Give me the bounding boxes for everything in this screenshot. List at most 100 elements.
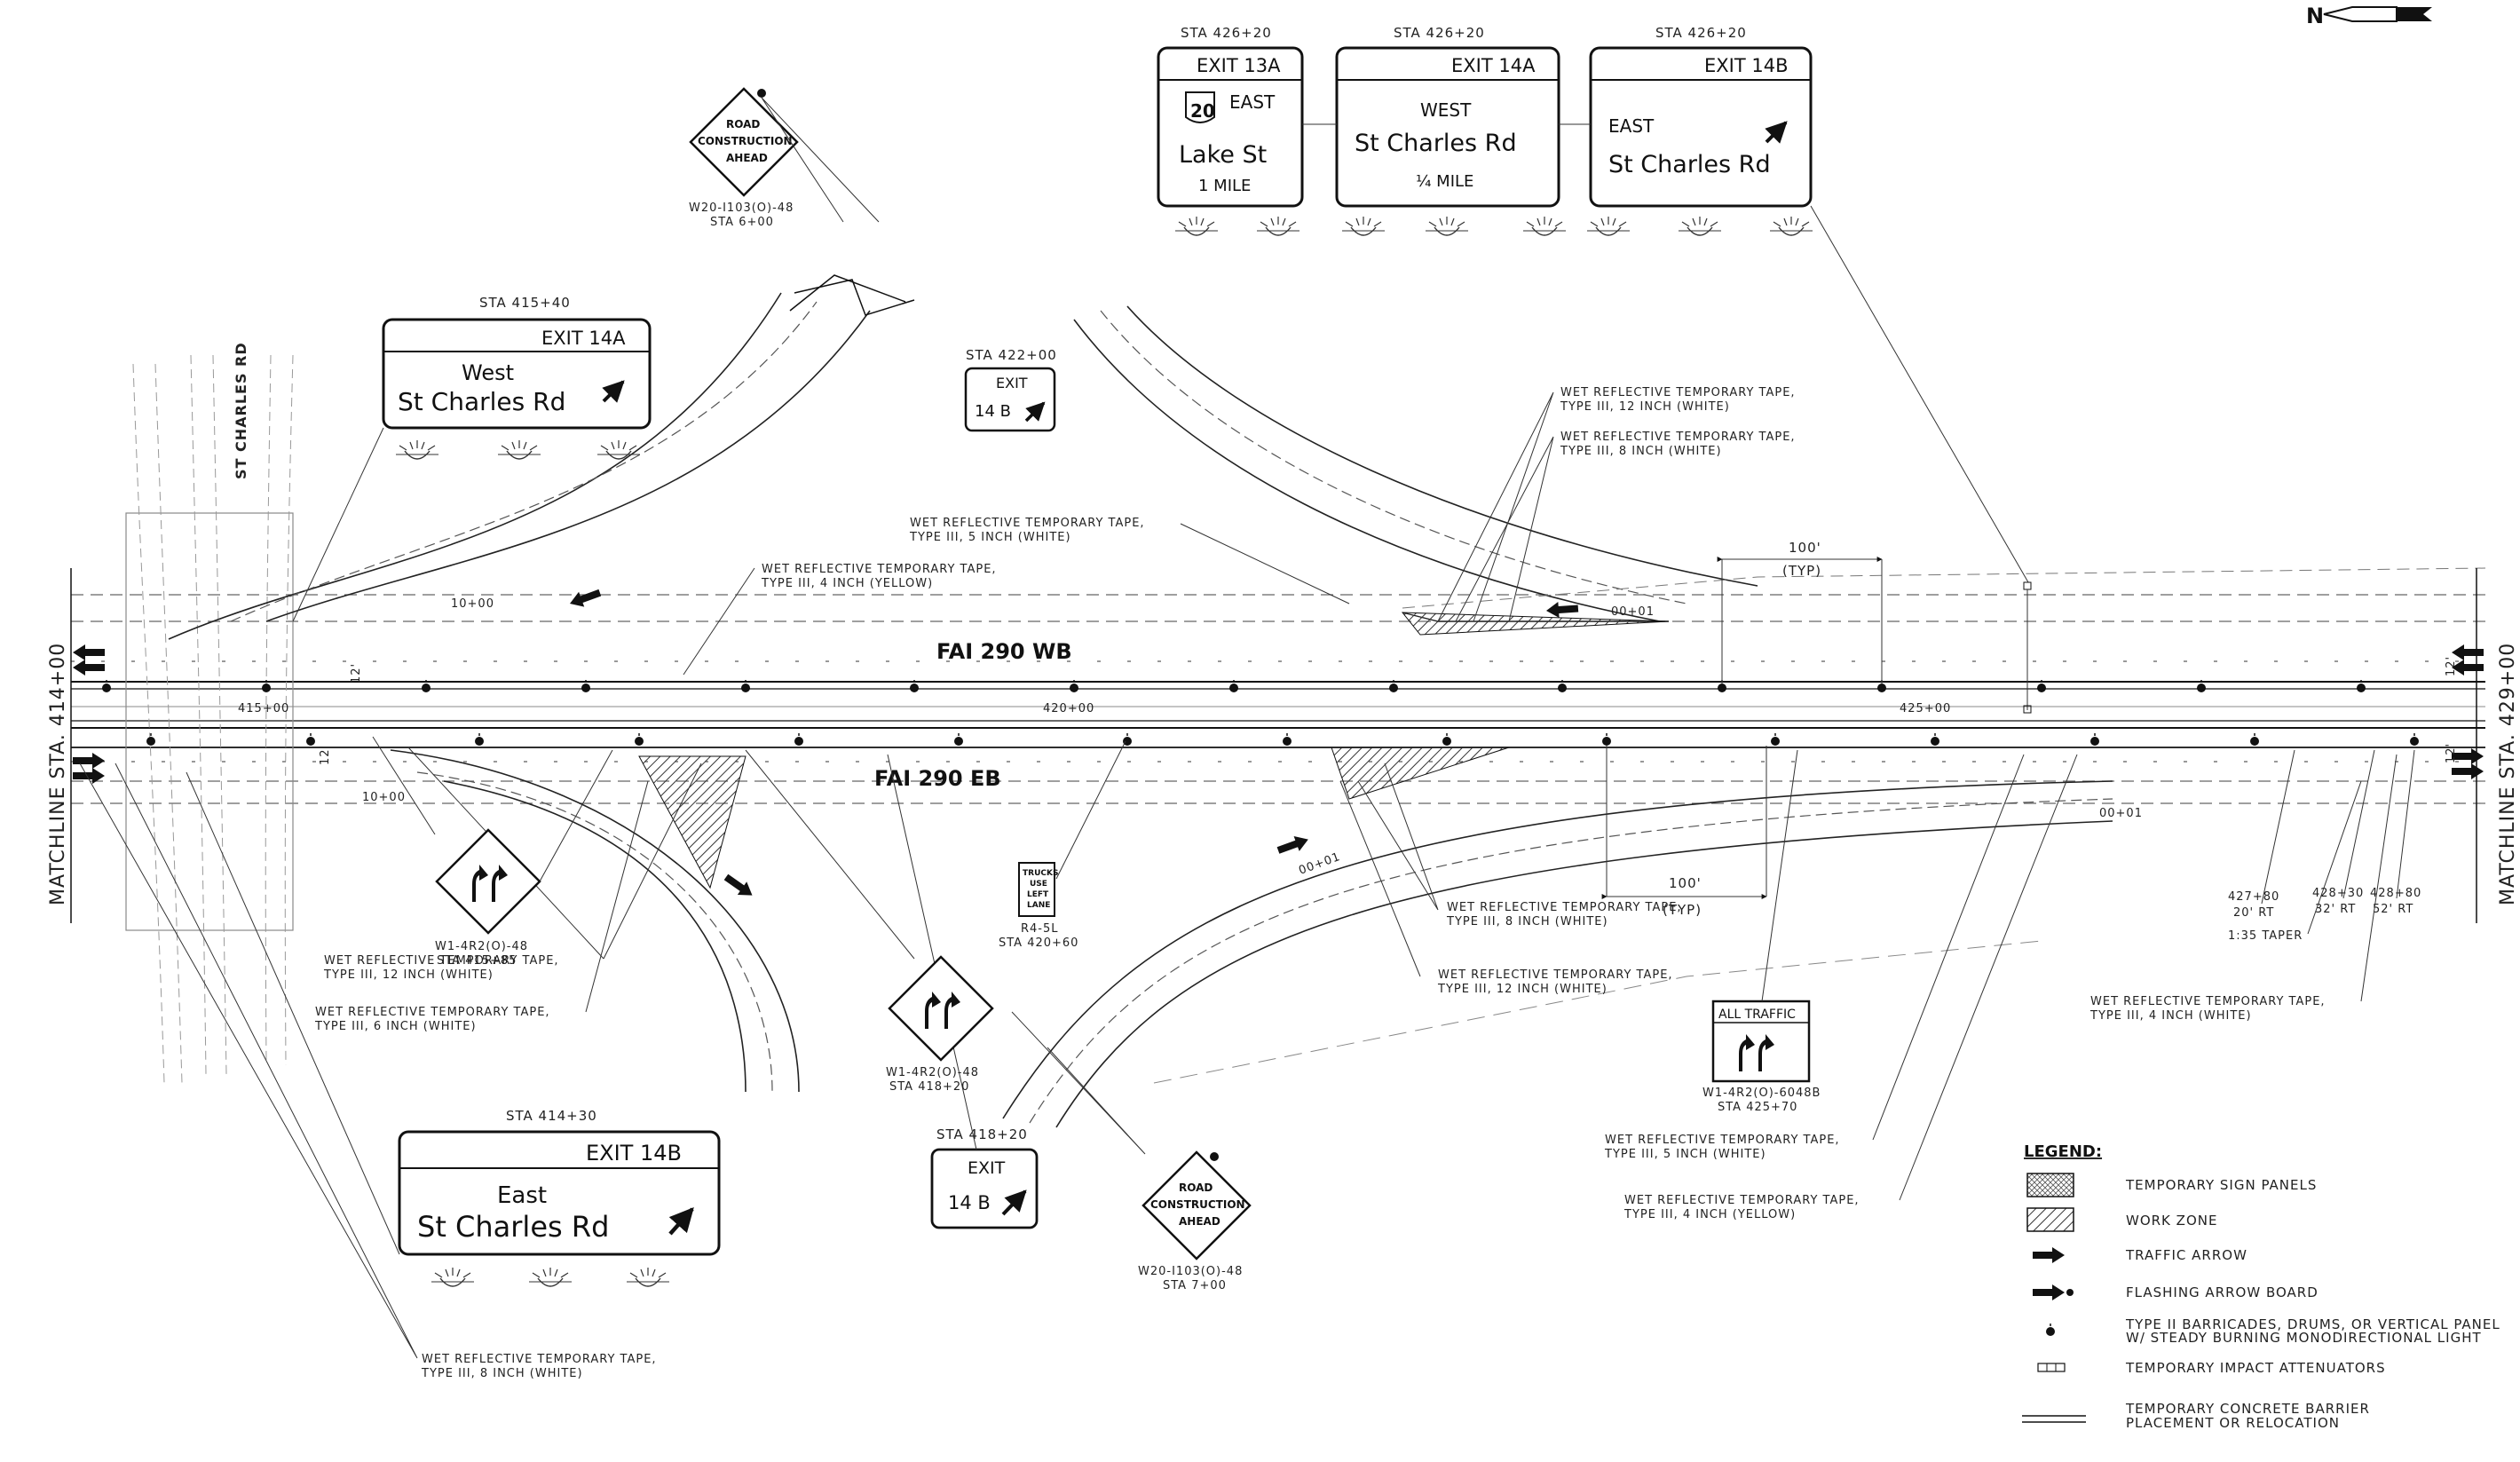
interstate-shield-icon — [1185, 91, 1215, 123]
svg-text:STA 420+60: STA 420+60 — [999, 936, 1078, 950]
svg-text:W1-4R2(O)-6048B: W1-4R2(O)-6048B — [1702, 1087, 1821, 1100]
road-label-wb: FAI 290 WB — [936, 639, 1072, 664]
svg-text:1 MILE: 1 MILE — [1198, 177, 1251, 195]
svg-text:STA 426+20: STA 426+20 — [1181, 25, 1272, 41]
svg-text:TYPE III, 8 INCH (WHITE): TYPE III, 8 INCH (WHITE) — [1446, 915, 1608, 929]
svg-text:R4-5L: R4-5L — [1021, 922, 1059, 936]
svg-text:WET REFLECTIVE TEMPORARY TAPE,: WET REFLECTIVE TEMPORARY TAPE, — [910, 517, 1145, 530]
exit-arrow-icon — [1001, 1189, 1027, 1216]
legend-item-barrier: TEMPORARY CONCRETE BARRIER — [2125, 1401, 2370, 1417]
svg-text:EXIT 14A: EXIT 14A — [541, 328, 626, 349]
svg-text:W1-4R2(O)-48: W1-4R2(O)-48 — [886, 1066, 979, 1079]
note-9: WET REFLECTIVE TEMPORARY TAPE,TYPE III, … — [1604, 1134, 1839, 1161]
matchline-left: MATCHLINE STA. 414+00 — [47, 643, 69, 905]
svg-text:St Charles Rd: St Charles Rd — [398, 387, 565, 416]
svg-text:STA 426+20: STA 426+20 — [1394, 25, 1485, 41]
legend-item-work-zone: WORK ZONE — [2126, 1213, 2217, 1229]
taper-ratio: 1:35 TAPER — [2228, 929, 2303, 943]
svg-text:TYPE III, 8 INCH (WHITE): TYPE III, 8 INCH (WHITE) — [421, 1367, 583, 1380]
svg-text:TYPE III, 5 INCH (WHITE): TYPE III, 5 INCH (WHITE) — [909, 531, 1071, 544]
svg-text:West: West — [462, 360, 514, 385]
lane-width-3: 12' — [2445, 656, 2458, 676]
svg-text:20: 20 — [1190, 100, 1215, 122]
road-construction-sign-top: ROAD CONSTRUCTION AHEAD W20-I103(O)-48 S… — [689, 87, 880, 229]
svg-text:EXIT: EXIT — [968, 1158, 1006, 1178]
svg-text:STA 425+70: STA 425+70 — [1718, 1101, 1797, 1114]
svg-text:STA 418+20: STA 418+20 — [936, 1126, 1028, 1142]
svg-text:USE: USE — [1030, 880, 1047, 889]
note-8: WET REFLECTIVE TEMPORARY TAPE,TYPE III, … — [2089, 995, 2325, 1023]
overhead-sign-14b: STA 426+20 EXIT 14B EAST St Charles Rd — [1586, 25, 1813, 236]
taper-off-3: 52' RT — [2373, 903, 2413, 916]
svg-text:WET REFLECTIVE TEMPORARY TAPE,: WET REFLECTIVE TEMPORARY TAPE, — [1624, 1194, 1860, 1207]
note-0: WET REFLECTIVE TEMPORARY TAPE,TYPE III, … — [1560, 386, 1796, 414]
svg-text:EXIT: EXIT — [996, 375, 1028, 391]
svg-text:STA 422+00: STA 422+00 — [966, 347, 1057, 363]
lane-width-1: 12' — [350, 663, 363, 684]
svg-text:WET REFLECTIVE TEMPORARY TAPE,: WET REFLECTIVE TEMPORARY TAPE, — [1447, 901, 1682, 914]
taper-info: 427+80 20' RT 428+30 32' RT 428+80 52' R… — [2228, 749, 2421, 943]
svg-text:STA 418+20: STA 418+20 — [889, 1080, 969, 1094]
svg-text:TYPE III, 6 INCH (WHITE): TYPE III, 6 INCH (WHITE) — [314, 1020, 477, 1033]
svg-text:CONSTRUCTION: CONSTRUCTION — [1150, 1198, 1245, 1211]
svg-text:W20-I103(O)-48: W20-I103(O)-48 — [689, 202, 794, 215]
taper-off-1: 20' RT — [2233, 906, 2274, 920]
road-label-cross: ST CHARLES RD — [233, 342, 249, 479]
lane-width-4: 12' — [2445, 743, 2458, 763]
note-10: WET REFLECTIVE TEMPORARY TAPE,TYPE III, … — [1623, 1194, 1860, 1221]
legend-sign-panel-symbol — [2026, 1173, 2074, 1197]
station-420: 420+00 — [1043, 702, 1094, 715]
svg-text:W20-I103(O)-48: W20-I103(O)-48 — [1138, 1265, 1243, 1278]
svg-text:WET REFLECTIVE TEMPORARY TAPE,: WET REFLECTIVE TEMPORARY TAPE, — [1438, 968, 1673, 982]
svg-text:TYPE III, 5 INCH (WHITE): TYPE III, 5 INCH (WHITE) — [1604, 1148, 1766, 1161]
dim-top-value: 100' — [1789, 540, 1821, 556]
legend-item-traffic-arrow: TRAFFIC ARROW — [2125, 1247, 2247, 1263]
svg-text:LEFT: LEFT — [1027, 890, 1049, 899]
svg-text:STA 6+00: STA 6+00 — [710, 216, 774, 229]
overhead-sign-13a: STA 426+20 EXIT 13A 20 EAST Lake St 1 MI… — [1157, 25, 1304, 236]
exit-arrow-icon — [668, 1206, 694, 1236]
trucks-use-left-lane-sign: TRUCKS USE LEFT LANE R4-5L STA 420+60 — [999, 740, 1126, 950]
lane-shift-sign-1: W1-4R2(O)-48 STA 415+85 — [372, 736, 613, 968]
all-traffic-sign: ALL TRAFFIC W1-4R2(O)-6048B STA 425+70 — [1702, 749, 1821, 1114]
svg-text:EXIT 13A: EXIT 13A — [1197, 55, 1281, 76]
north-arrow-icon: N — [2306, 4, 2432, 28]
note-3: WET REFLECTIVE TEMPORARY TAPE,TYPE III, … — [761, 563, 996, 590]
lane-width-2: 12' — [319, 745, 332, 765]
svg-text:WET REFLECTIVE TEMPORARY TAPE,: WET REFLECTIVE TEMPORARY TAPE, — [1560, 386, 1796, 399]
tape-notes — [79, 391, 2398, 1359]
svg-text:STA 7+00: STA 7+00 — [1163, 1279, 1227, 1292]
note-5: WET REFLECTIVE TEMPORARY TAPE,TYPE III, … — [1437, 968, 1673, 996]
svg-text:AHEAD: AHEAD — [726, 152, 768, 164]
legend-attenuator-symbol — [2037, 1363, 2066, 1372]
ramp-station-3: 10+00 — [362, 791, 406, 804]
station-415: 415+00 — [238, 702, 289, 715]
svg-text:WET REFLECTIVE TEMPORARY TAPE,: WET REFLECTIVE TEMPORARY TAPE, — [422, 1353, 657, 1366]
barricades — [101, 679, 2420, 747]
svg-text:TYPE III, 4 INCH (YELLOW): TYPE III, 4 INCH (YELLOW) — [761, 577, 933, 590]
note-7: WET REFLECTIVE TEMPORARY TAPE,TYPE III, … — [314, 1006, 549, 1033]
dim-bot-typ: (TYP) — [1663, 902, 1702, 918]
svg-text:14 B: 14 B — [948, 1192, 991, 1213]
svg-text:TYPE III, 4 INCH (YELLOW): TYPE III, 4 INCH (YELLOW) — [1623, 1208, 1796, 1221]
sign-sta-415-40: STA 415+40 EXIT 14A West St Charles Rd — [292, 295, 652, 622]
svg-text:TYPE III, 12 INCH (WHITE): TYPE III, 12 INCH (WHITE) — [323, 968, 494, 982]
dim-top-typ: (TYP) — [1782, 563, 1821, 579]
svg-text:EXIT 14A: EXIT 14A — [1451, 55, 1536, 76]
taper-off-2: 32' RT — [2315, 903, 2356, 916]
ramp-station-2: 00+01 — [1611, 605, 1655, 619]
road-label-eb: FAI 290 EB — [874, 766, 1001, 791]
svg-text:STA 414+30: STA 414+30 — [506, 1108, 597, 1124]
dimension-top: 100' (TYP) — [1717, 540, 1883, 684]
svg-text:EAST: EAST — [1608, 115, 1655, 137]
taper-sta-2: 428+30 — [2312, 887, 2364, 900]
taper-sta-3: 428+80 — [2370, 887, 2421, 900]
svg-text:St Charles Rd: St Charles Rd — [417, 1210, 609, 1244]
legend-item-sign-panels: TEMPORARY SIGN PANELS — [2125, 1177, 2317, 1193]
legend: LEGEND: TEMPORARY SIGN PANELS WORK ZONE … — [2022, 1142, 2500, 1431]
exit-arrow-icon — [602, 380, 625, 403]
svg-text:TYPE III, 12 INCH (WHITE): TYPE III, 12 INCH (WHITE) — [1560, 400, 1730, 414]
svg-text:CONSTRUCTION: CONSTRUCTION — [698, 135, 793, 147]
sign-sta-422-00: STA 422+00 EXIT 14 B — [964, 347, 1057, 432]
